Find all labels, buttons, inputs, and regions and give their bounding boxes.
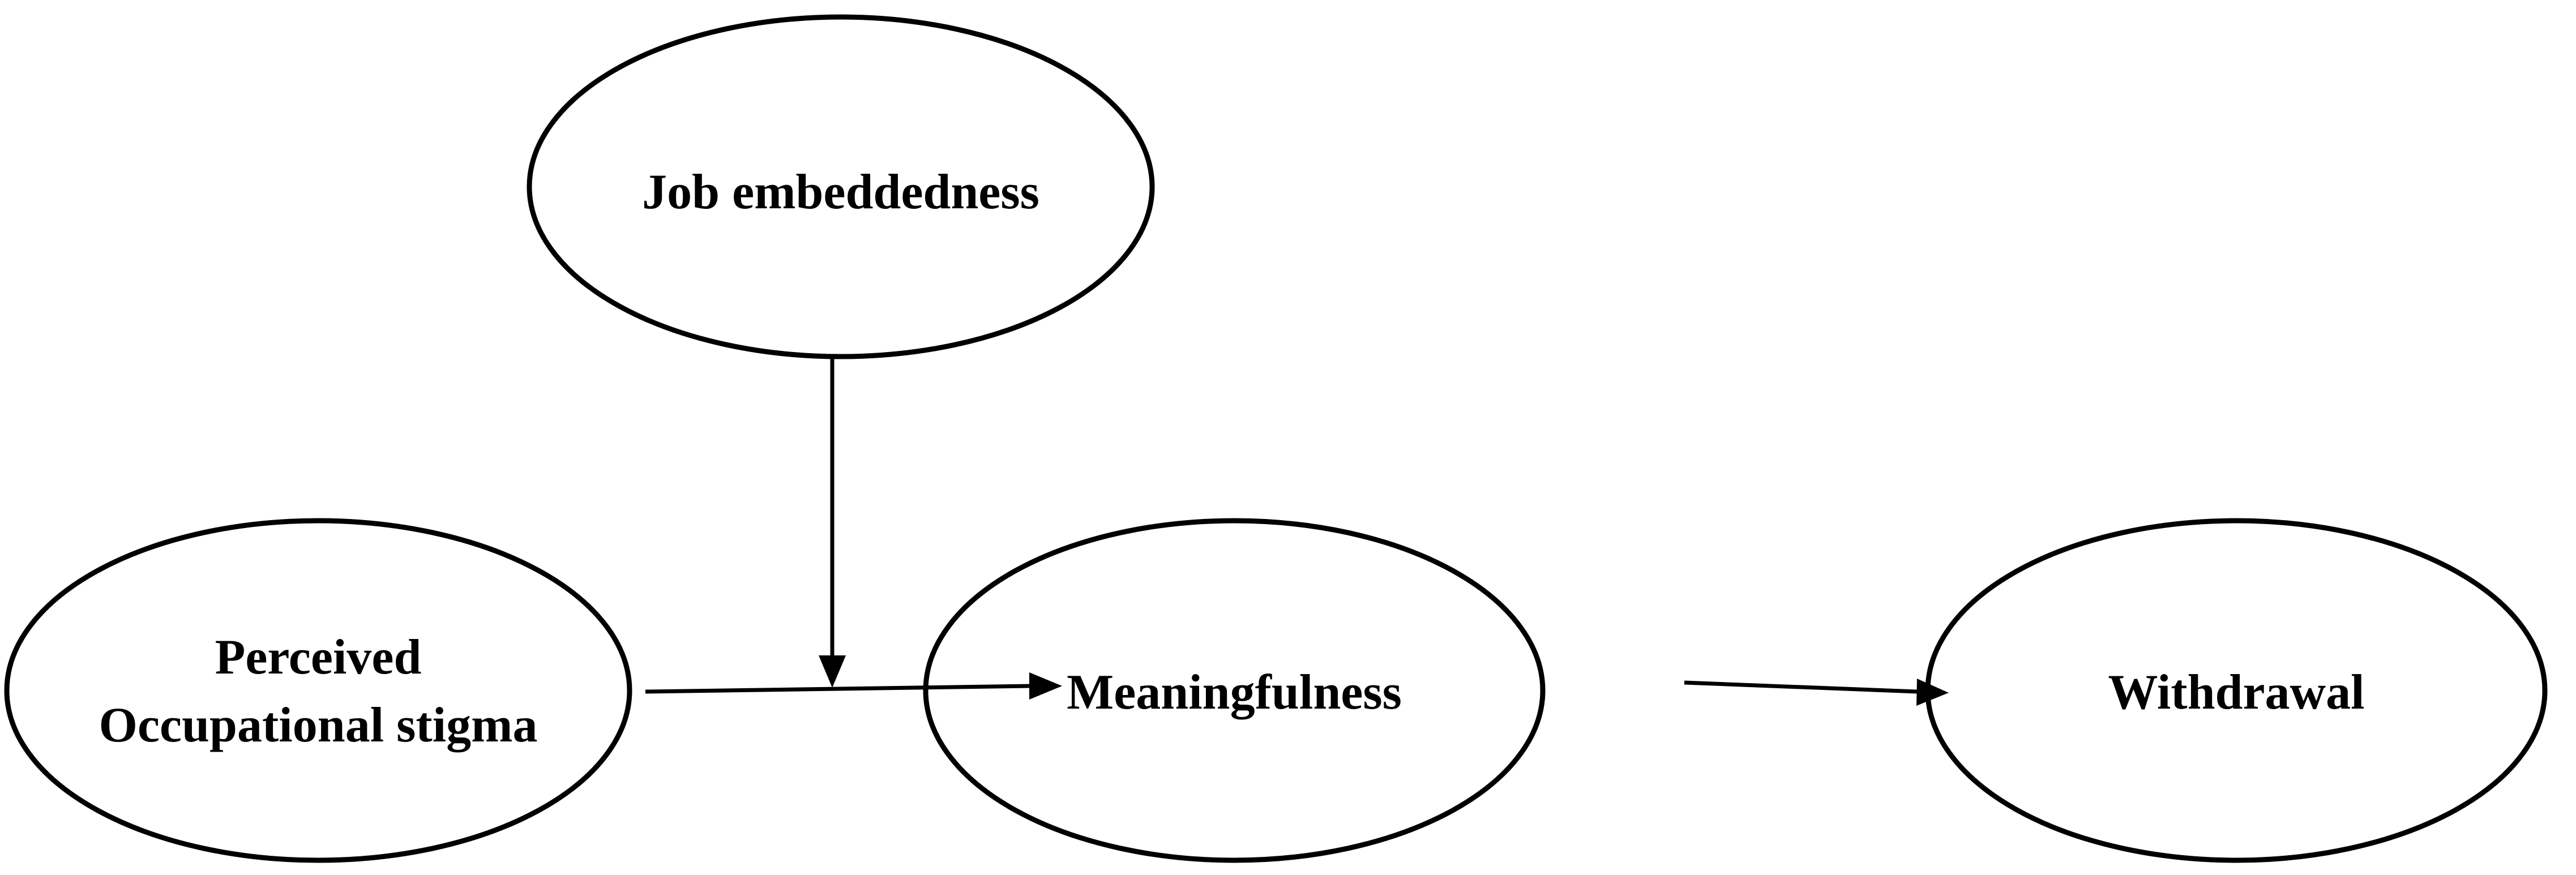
node-perceived-occupational-stigma-shape [4, 518, 632, 863]
edge-stigma-to-meaningfulness [645, 672, 1062, 700]
node-perceived-occupational-stigma: Perceived Occupational stigma [4, 518, 632, 863]
node-perceived-occupational-stigma-label-line2: Occupational stigma [99, 698, 538, 753]
node-job-embeddedness: Job embeddedness [527, 14, 1155, 359]
node-withdrawal: Withdrawal [1925, 518, 2548, 863]
node-perceived-occupational-stigma-label-line1: Perceived [215, 630, 422, 685]
node-meaningfulness-label: Meaningfulness [1067, 665, 1402, 720]
edge-job-embeddedness-moderation [819, 358, 846, 688]
node-meaningfulness-shape [923, 518, 1546, 863]
node-meaningfulness: Meaningfulness [923, 518, 1546, 863]
edge-meaningfulness-to-withdrawal [1684, 679, 1949, 706]
edge-meaningfulness-to-withdrawal-arrowhead [1916, 679, 1949, 706]
node-job-embeddedness-shape [527, 14, 1155, 359]
node-job-embeddedness-label: Job embeddedness [642, 165, 1039, 220]
edge-stigma-to-meaningfulness-line [645, 684, 1031, 694]
edge-job-embeddedness-moderation-arrowhead [819, 655, 846, 688]
edge-meaningfulness-to-withdrawal-line [1684, 680, 1918, 694]
node-withdrawal-label: Withdrawal [2108, 665, 2364, 720]
edge-stigma-to-meaningfulness-arrowhead [1029, 672, 1062, 700]
